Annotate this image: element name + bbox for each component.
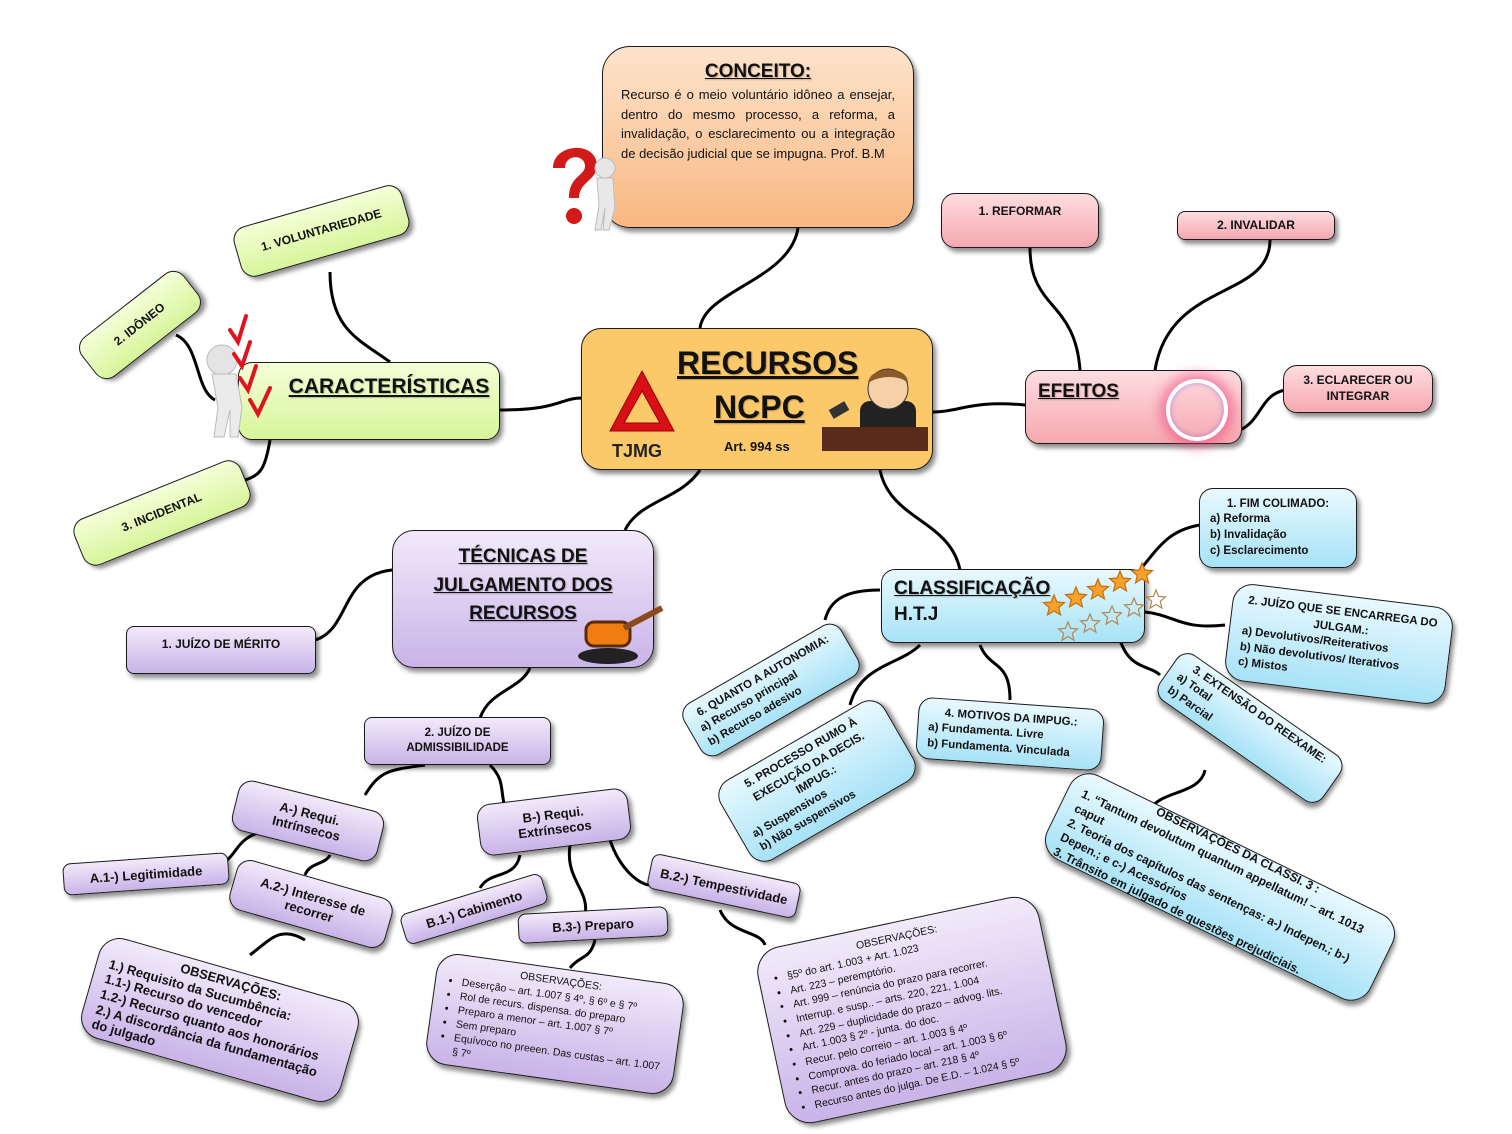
link-class-g4 [978, 644, 1012, 701]
link-intr-a2 [303, 854, 332, 876]
star-outline-icon [1079, 612, 1101, 634]
gavel-icon [576, 604, 666, 666]
star-filled-icon [1041, 593, 1067, 617]
link-tecnicas-admiss [478, 667, 532, 719]
judge-icon [820, 361, 930, 453]
link-a2-obs [249, 932, 306, 957]
caracteristicas-node: CARACTERÍSTICAS [238, 362, 500, 440]
link-tecnicas-merito [314, 568, 393, 642]
juizo-merito-node: 1. JUÍZO DE MÉRITO [126, 626, 316, 674]
link-extr-b3 [567, 844, 588, 916]
central-node: RECURSOS NCPC Art. 994 ss TJMG [581, 328, 933, 470]
tjmg-logo-text: TJMG [612, 441, 663, 461]
link-class-g1 [1138, 523, 1201, 571]
link-efeitos-reformar [1028, 247, 1082, 371]
efeito-invalidar: 2. INVALIDAR [1177, 211, 1335, 240]
star-outline-icon [1123, 596, 1145, 618]
link-efeitos-integrar [1239, 388, 1286, 432]
star-filled-icon [1107, 569, 1133, 593]
juizo-admissibilidade-node: 2. JUÍZO DE ADMISSIBILIDADE [364, 717, 551, 765]
link-carac-idoneo [175, 333, 216, 402]
star-filled-icon [1129, 561, 1155, 585]
link-class-g2 [1144, 610, 1226, 628]
link-center-efeitos [931, 402, 1026, 414]
link-center-caracteristicas [499, 396, 583, 412]
classificacao-subtitle: H.T.J [894, 604, 939, 625]
link-extr-b1 [478, 854, 522, 889]
link-center-conceito [698, 227, 800, 329]
link-center-tecnicas [623, 469, 702, 531]
class-group-fim-colimado: 1. FIM COLIMADO: a) Reforma b) Invalidaç… [1199, 488, 1357, 568]
link-b3-obs [568, 939, 597, 969]
classificacao-node: CLASSIFICAÇÃO H.T.J [881, 569, 1145, 643]
conceito-title: CONCEITO: [704, 61, 812, 82]
rating-stars [1041, 561, 1167, 642]
tecnicas-title: TÉCNICAS DE JULGAMENTO DOS RECURSOS [433, 546, 613, 624]
tjmg-logo: TJMG [602, 365, 682, 465]
tjmg-triangle-icon [609, 369, 675, 432]
efeitos-node: EFEITOS [1025, 370, 1242, 444]
efeito-integrar: 3. ECLARECER OU INTEGRAR [1283, 365, 1433, 413]
star-outline-icon [1057, 620, 1079, 642]
link-extr-b2 [608, 839, 651, 887]
link-class-g5 [848, 643, 922, 706]
conceito-text: Recurso é o meio voluntário idôneo a ens… [621, 87, 895, 161]
class-group-motivos: 4. MOTIVOS DA IMPUG.: a) Fundamenta. Liv… [915, 696, 1105, 772]
person-checkmarks-icon [200, 312, 280, 442]
caracteristicas-title: CARACTERÍSTICAS [288, 375, 490, 398]
star-outline-icon [1145, 588, 1167, 610]
star-outline-icon [1101, 604, 1123, 626]
link-efeitos-invalidar [1153, 239, 1272, 371]
link-class-g3 [1118, 639, 1162, 677]
link-carac-voluntariedade [328, 271, 391, 364]
link-carac-incidental [244, 439, 272, 482]
conceito-node: CONCEITO: Recurso é o meio voluntário id… [602, 46, 914, 228]
link-center-classificacao [878, 469, 962, 571]
link-b2-obs [718, 909, 767, 946]
star-filled-icon [1085, 577, 1111, 601]
link-class-g6 [823, 588, 881, 621]
central-title-line2: NCPC [714, 389, 805, 425]
link-admiss-intrinsecos [363, 763, 426, 796]
efeitos-title: EFEITOS [1038, 381, 1119, 402]
central-subtitle: Art. 994 ss [724, 439, 790, 454]
efeito-reformar: 1. REFORMAR [941, 193, 1099, 248]
central-title-line1: RECURSOS [677, 345, 859, 381]
classificacao-title: CLASSIFICAÇÃO [894, 578, 1051, 599]
question-mark-figure-icon [545, 138, 625, 233]
star-filled-icon [1063, 585, 1089, 609]
glow-ring-icon [1166, 379, 1228, 441]
